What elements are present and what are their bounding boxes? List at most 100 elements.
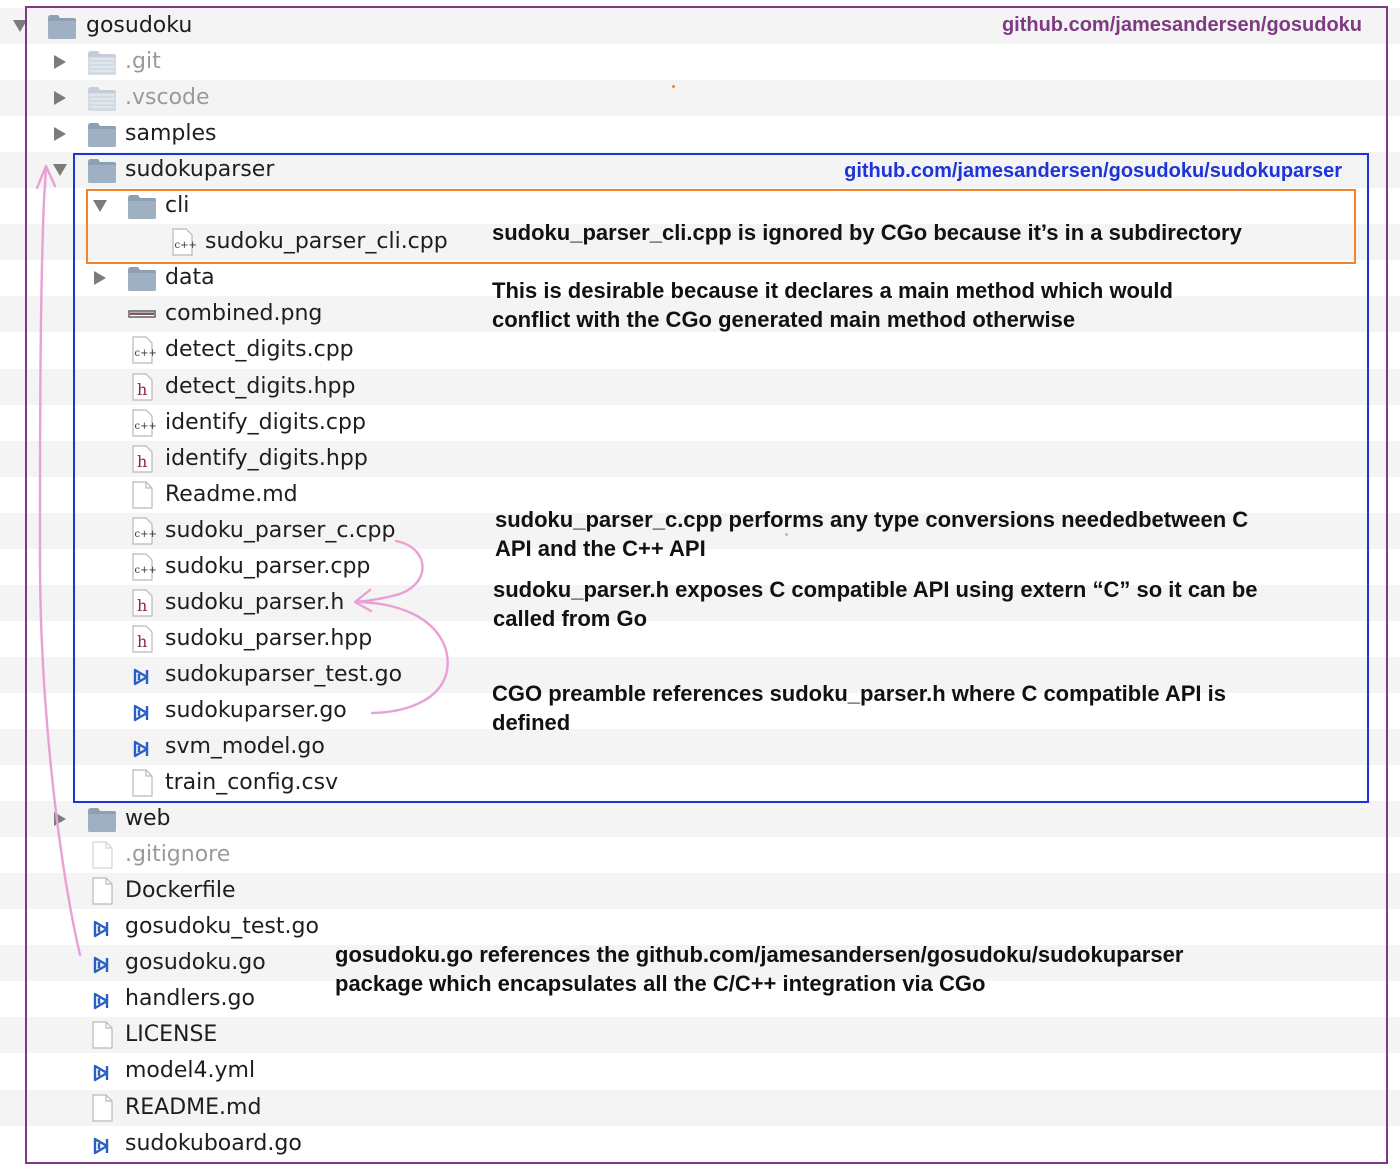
- folder-icon: [47, 12, 77, 40]
- svg-text:h: h: [137, 380, 147, 399]
- folder-icon: [87, 120, 117, 148]
- tree-row-file[interactable]: .gitignore: [0, 837, 1400, 873]
- svg-text:c++: c++: [135, 348, 157, 359]
- tree-row-folder[interactable]: cli: [0, 188, 1400, 224]
- file-name: sudokuboard.go: [125, 1130, 302, 1156]
- document-icon: [87, 1093, 117, 1122]
- tree-row-folder[interactable]: .git: [0, 44, 1400, 80]
- tree-row-file[interactable]: gosudoku_test.go: [0, 909, 1400, 945]
- header-file-icon: h: [127, 625, 157, 653]
- folder-icon: [87, 156, 117, 184]
- file-name: sudoku_parser_c.cpp: [165, 517, 396, 543]
- cgo-preamble-note: CGO preamble references sudoku_parser.h …: [492, 680, 1226, 737]
- folder-icon: [87, 805, 117, 833]
- folder-name: samples: [125, 121, 217, 147]
- tree-row-file[interactable]: sudokuparser.go: [0, 693, 1400, 729]
- file-name: .gitignore: [125, 842, 231, 868]
- file-name: LICENSE: [125, 1022, 218, 1048]
- tree-row-file[interactable]: svm_model.go: [0, 729, 1400, 765]
- gosudoku-package-note: gosudoku.go references the github.com/ja…: [335, 941, 1183, 998]
- file-name: sudoku_parser.h: [165, 589, 345, 615]
- repository-frame: [25, 6, 1388, 1164]
- disclosure-right-icon[interactable]: [54, 55, 66, 70]
- svg-text:c++: c++: [135, 565, 157, 576]
- cli-ignored-note: sudoku_parser_cli.cpp is ignored by CGo …: [492, 220, 1242, 245]
- file-name: identify_digits.cpp: [165, 409, 366, 435]
- tree-row-folder[interactable]: data: [0, 260, 1400, 296]
- tree-row-root[interactable]: gosudoku: [0, 8, 1400, 44]
- go-file-icon: [87, 1130, 117, 1158]
- tree-row-file[interactable]: train_config.csv: [0, 765, 1400, 801]
- tree-row-folder[interactable]: .vscode: [0, 80, 1400, 116]
- folder-name: .vscode: [125, 85, 210, 111]
- disclosure-right-icon[interactable]: [94, 271, 106, 286]
- tree-row-file[interactable]: model4.yml: [0, 1053, 1400, 1089]
- go-file-icon: [87, 913, 117, 941]
- folder-icon: [127, 192, 157, 220]
- tree-row-file[interactable]: LICENSE: [0, 1017, 1400, 1053]
- type-conversion-note: sudoku_parser_c.cpp performs any type co…: [495, 506, 1248, 563]
- disclosure-right-icon[interactable]: [54, 127, 66, 142]
- tree-row-file[interactable]: c++ sudoku_parser.cpp: [0, 549, 1400, 585]
- go-file-icon: [127, 661, 157, 689]
- tree-row-file[interactable]: combined.png: [0, 296, 1400, 332]
- row-stripe: [0, 873, 1400, 910]
- file-name: sudoku_parser.cpp: [165, 553, 371, 579]
- image-file-icon: [127, 300, 157, 328]
- row-stripe: [0, 8, 1400, 44]
- tree-row-file[interactable]: h sudoku_parser.h: [0, 585, 1400, 621]
- row-stripe: [0, 224, 1400, 261]
- row-stripe: [0, 1089, 1400, 1126]
- header-file-icon: h: [127, 372, 157, 401]
- tree-row-file[interactable]: c++ identify_digits.cpp: [0, 405, 1400, 441]
- tree-row-file[interactable]: c++detect_digits.cpp: [0, 332, 1400, 368]
- go-file-icon: [87, 985, 117, 1013]
- row-stripe: [0, 80, 1400, 117]
- disclosure-right-icon[interactable]: [54, 91, 66, 106]
- folder-name: sudokuparser: [125, 157, 275, 183]
- note-line: CGO preamble references sudoku_parser.h …: [492, 681, 1227, 706]
- row-stripe: [0, 945, 1400, 982]
- row-stripe: [0, 584, 1400, 621]
- go-file-icon: [87, 1057, 117, 1085]
- tree-row-file[interactable]: c++ sudoku_parser_c.cpp: [0, 513, 1400, 549]
- file-name: gosudoku_test.go: [125, 914, 319, 940]
- tree-row-file[interactable]: gosudoku.go: [0, 945, 1400, 981]
- tree-row-folder[interactable]: samples: [0, 116, 1400, 152]
- note-line: gosudoku.go references the github.com/ja…: [335, 942, 1184, 967]
- svg-text:c++: c++: [135, 421, 157, 432]
- note-line: sudoku_parser_c.cpp performs any type co…: [495, 507, 1249, 532]
- tree-row-file[interactable]: Dockerfile: [0, 873, 1400, 909]
- cli-subdirectory-frame: [86, 189, 1356, 264]
- tree-row-file[interactable]: handlers.go: [0, 981, 1400, 1017]
- tree-row-file[interactable]: sudokuboard.go: [0, 1126, 1400, 1162]
- row-stripe: [0, 729, 1400, 765]
- row-stripe: [0, 440, 1400, 477]
- cpp-file-icon: c++: [127, 336, 157, 365]
- svg-text:h: h: [137, 452, 147, 471]
- document-icon: [87, 877, 117, 905]
- tree-row-file[interactable]: Readme.md: [0, 477, 1400, 513]
- tree-row-file[interactable]: c++sudoku_parser_cli.cpp: [0, 224, 1400, 260]
- svg-text:c++: c++: [135, 529, 157, 540]
- svg-text:c++: c++: [175, 240, 197, 251]
- file-name: combined.png: [165, 301, 323, 327]
- tree-row-file[interactable]: h identify_digits.hpp: [0, 441, 1400, 477]
- tree-row-file[interactable]: README.md: [0, 1090, 1400, 1126]
- folder-icon: [87, 48, 117, 76]
- note-line: defined: [492, 709, 571, 735]
- cpp-file-icon: c++: [167, 228, 197, 256]
- go-file-icon: [87, 949, 117, 977]
- file-name: handlers.go: [125, 986, 255, 1012]
- go-file-icon: [127, 733, 157, 761]
- file-name: train_config.csv: [165, 770, 339, 796]
- file-name: identify_digits.hpp: [165, 445, 368, 471]
- cpp-file-icon: c++: [127, 553, 157, 581]
- svg-text:h: h: [137, 596, 147, 615]
- disclosure-down-icon[interactable]: [93, 200, 107, 213]
- note-line: package which encapsulates all the C/C++…: [335, 970, 986, 996]
- disclosure-down-icon[interactable]: [13, 20, 27, 32]
